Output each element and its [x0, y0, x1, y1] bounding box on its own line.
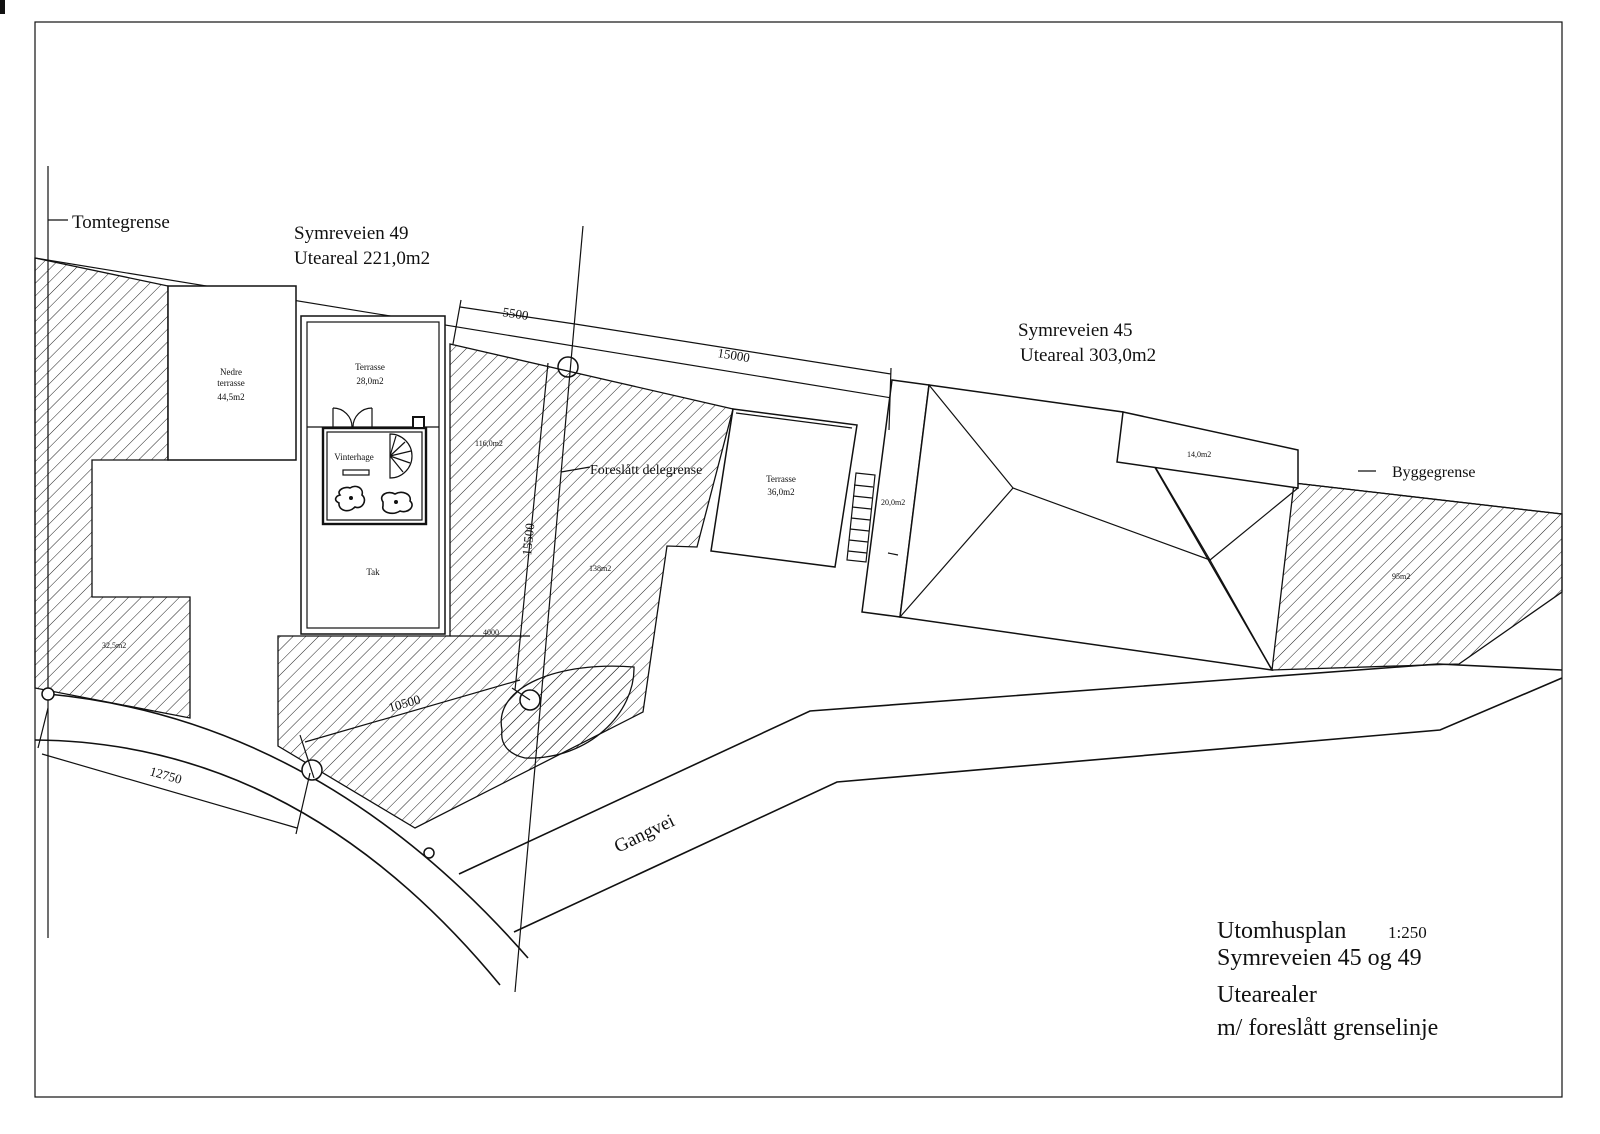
area-138-label: 138m2: [589, 564, 611, 573]
dim-15000-label: 15000: [717, 345, 751, 365]
double-door-icon: [332, 407, 373, 428]
terrasse-45-top-edge: [735, 412, 853, 429]
property-49-name: Symreveien 49: [294, 223, 409, 244]
corner-mark: [0, 0, 5, 14]
nedre-terrasse-label-line1: Nedre: [220, 367, 242, 377]
area-14-label: 14,0m2: [1187, 450, 1211, 459]
vinterhage-label: Vinterhage: [334, 452, 373, 462]
title: Utomhusplan: [1217, 918, 1346, 944]
area-20-label: 20,0m2: [881, 498, 905, 507]
spiral-stair-icon: [389, 433, 413, 479]
vinterhage-bench: [342, 469, 370, 476]
area-116-label: 116,0m2: [475, 439, 503, 448]
plant-center-icon: [349, 496, 353, 500]
dim-tick: [37, 707, 49, 749]
plant-center-icon: [394, 500, 398, 504]
terrasse-45-room: [710, 408, 858, 568]
property-49-area: Uteareal 221,0m2: [294, 248, 430, 269]
roof-hip: [1209, 559, 1273, 671]
terrasse-49-area: 28,0m2: [356, 376, 383, 386]
plant-icon: [380, 491, 413, 514]
tomtegrense-label: Tomtegrense: [72, 212, 170, 233]
nedre-terrasse-area: 44,5m2: [217, 392, 244, 402]
dim-12750-label: 12750: [148, 763, 183, 786]
tak-label: Tak: [366, 567, 380, 577]
chimney-icon: [412, 416, 425, 429]
nedre-terrasse-label-line2: terrasse: [217, 378, 244, 388]
dim-tick: [511, 687, 531, 701]
entry-arrow: [887, 552, 899, 556]
plant-icon: [334, 485, 366, 512]
property-45-area: Uteareal 303,0m2: [1020, 345, 1156, 366]
dim-tick: [452, 299, 462, 345]
property-45-name: Symreveien 45: [1018, 320, 1133, 341]
dim-tick: [295, 772, 311, 835]
boundary-marker-small: [423, 847, 435, 859]
deck-14m2: [1116, 411, 1299, 489]
upper-property-line: [34, 257, 893, 399]
road-edge-inner: [34, 739, 501, 986]
subtitle: Symreveien 45 og 49: [1217, 945, 1422, 971]
scale-label: 1:250: [1388, 923, 1427, 942]
boundary-marker: [557, 356, 579, 378]
foreslatt-delegrense-line: [514, 225, 584, 993]
boundary-marker-left: [41, 687, 55, 701]
area-325-label: 32,5m2: [102, 641, 126, 650]
title-line3: Utearealer: [1217, 982, 1317, 1008]
area-95-hatched: [1271, 482, 1563, 671]
dim-15000-line: [574, 323, 892, 375]
gangvei-label: Gangvei: [611, 810, 678, 857]
vinterhage-room: [321, 426, 428, 526]
dim-15500-label: 15500: [519, 522, 537, 556]
terrasse-49-label: Terrasse: [355, 362, 385, 372]
dim-10500-line: [304, 679, 521, 743]
vinterhage-inner: [326, 431, 423, 521]
roof-ridge: [928, 384, 1212, 562]
foreslatt-delegrense-label: Foreslått delegrense: [590, 463, 702, 478]
dim-4000-label: 4000: [483, 628, 499, 637]
dim-5500-line: [459, 306, 576, 325]
area-95-label: 95m2: [1392, 572, 1410, 581]
building-49-outline: [300, 315, 446, 635]
roof-hip: [1209, 487, 1299, 561]
stairs-45: [846, 472, 876, 563]
nedre-terrasse-room: [167, 285, 297, 461]
gangvei-edge-upper: [458, 663, 1563, 875]
gangvei-edge-lower: [513, 677, 1563, 933]
house-45-roof: [899, 384, 1274, 671]
dim-tick: [299, 734, 315, 779]
dim-5500-label: 5500: [502, 304, 530, 323]
dim-12750-line: [41, 753, 298, 829]
delegrense-leader: [560, 466, 591, 473]
byggegrense-label: Byggegrense: [1392, 464, 1476, 481]
building-49-inner: [306, 321, 440, 629]
roof-hip: [899, 487, 1014, 618]
title-line4: m/ foreslått grenselinje: [1217, 1015, 1438, 1041]
terrasse-45-label: Terrasse: [766, 474, 796, 484]
planting-bed: [500, 665, 635, 759]
terrasse-45-area: 36,0m2: [767, 487, 794, 497]
byggegrense-line-right: [1293, 482, 1563, 515]
dim-tick: [888, 367, 892, 431]
